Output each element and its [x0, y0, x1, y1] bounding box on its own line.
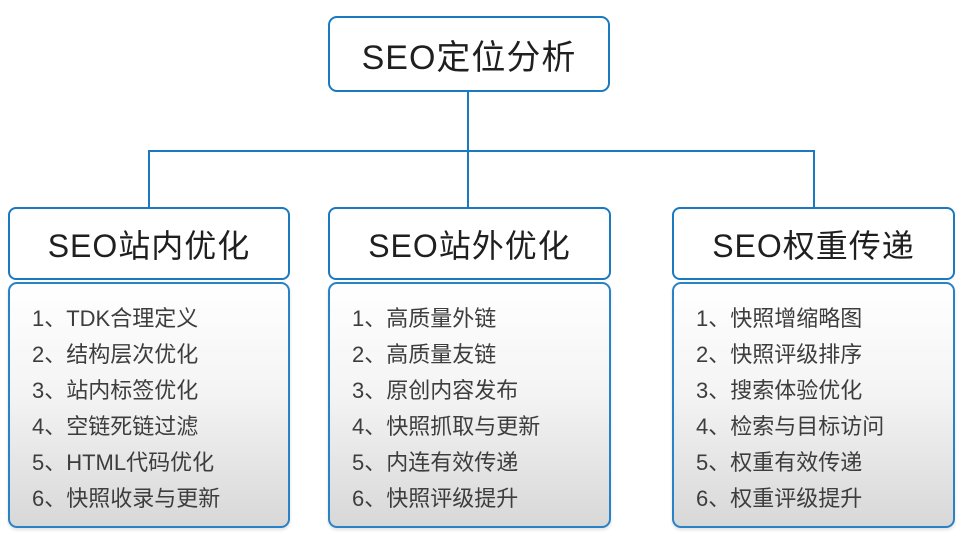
- root-node-label: SEO定位分析: [361, 38, 577, 77]
- connector-drop-right: [813, 150, 815, 207]
- list-item: 6、权重评级提升: [696, 486, 863, 511]
- list-item: 3、搜索体验优化: [696, 378, 863, 403]
- branch-item-list: 1、快照增缩略图 2、快照评级排序 3、搜索体验优化 4、检索与目标访问 5、权…: [696, 301, 943, 517]
- list-item: 4、空链死链过滤: [32, 414, 199, 439]
- list-item: 6、快照评级提升: [352, 486, 519, 511]
- root-node-seo-positioning-analysis: SEO定位分析: [328, 16, 610, 92]
- connector-root-stem: [467, 92, 469, 152]
- branch-title: SEO站外优化: [368, 227, 571, 264]
- list-item: 2、高质量友链: [352, 342, 497, 367]
- list-item: 3、站内标签优化: [32, 378, 199, 403]
- list-item: 2、结构层次优化: [32, 342, 199, 367]
- branch-title: SEO站内优化: [47, 227, 251, 264]
- list-item: 1、高质量外链: [352, 306, 497, 331]
- branch-item-list: 1、TDK合理定义 2、结构层次优化 3、站内标签优化 4、空链死链过滤 5、H…: [32, 301, 278, 517]
- branch-header-onsite: SEO站内优化: [8, 207, 290, 280]
- list-item: 1、TDK合理定义: [32, 306, 199, 331]
- branch-header-weight: SEO权重传递: [672, 207, 955, 280]
- branch-offsite-optimization: SEO站外优化 1、高质量外链 2、高质量友链 3、原创内容发布 4、快照抓取与…: [328, 207, 611, 528]
- list-item: 1、快照增缩略图: [696, 306, 863, 331]
- list-item: 2、快照评级排序: [696, 342, 863, 367]
- branch-onsite-optimization: SEO站内优化 1、TDK合理定义 2、结构层次优化 3、站内标签优化 4、空链…: [8, 207, 290, 528]
- connector-branch-bar: [148, 150, 815, 152]
- list-item: 6、快照收录与更新: [32, 486, 221, 511]
- branch-title: SEO权重传递: [712, 227, 915, 264]
- connector-drop-center: [467, 150, 469, 207]
- branch-item-list: 1、高质量外链 2、高质量友链 3、原创内容发布 4、快照抓取与更新 5、内连有…: [352, 301, 599, 517]
- list-item: 5、权重有效传递: [696, 450, 863, 475]
- branch-panel-offsite: 1、高质量外链 2、高质量友链 3、原创内容发布 4、快照抓取与更新 5、内连有…: [328, 282, 611, 528]
- branch-panel-onsite: 1、TDK合理定义 2、结构层次优化 3、站内标签优化 4、空链死链过滤 5、H…: [8, 282, 290, 528]
- list-item: 4、快照抓取与更新: [352, 414, 541, 439]
- list-item: 5、HTML代码优化: [32, 450, 215, 475]
- list-item: 3、原创内容发布: [352, 378, 519, 403]
- list-item: 4、检索与目标访问: [696, 414, 885, 439]
- branch-header-offsite: SEO站外优化: [328, 207, 611, 280]
- connector-drop-left: [148, 150, 150, 207]
- branch-panel-weight: 1、快照增缩略图 2、快照评级排序 3、搜索体验优化 4、检索与目标访问 5、权…: [672, 282, 955, 528]
- list-item: 5、内连有效传递: [352, 450, 519, 475]
- branch-weight-transfer: SEO权重传递 1、快照增缩略图 2、快照评级排序 3、搜索体验优化 4、检索与…: [672, 207, 955, 528]
